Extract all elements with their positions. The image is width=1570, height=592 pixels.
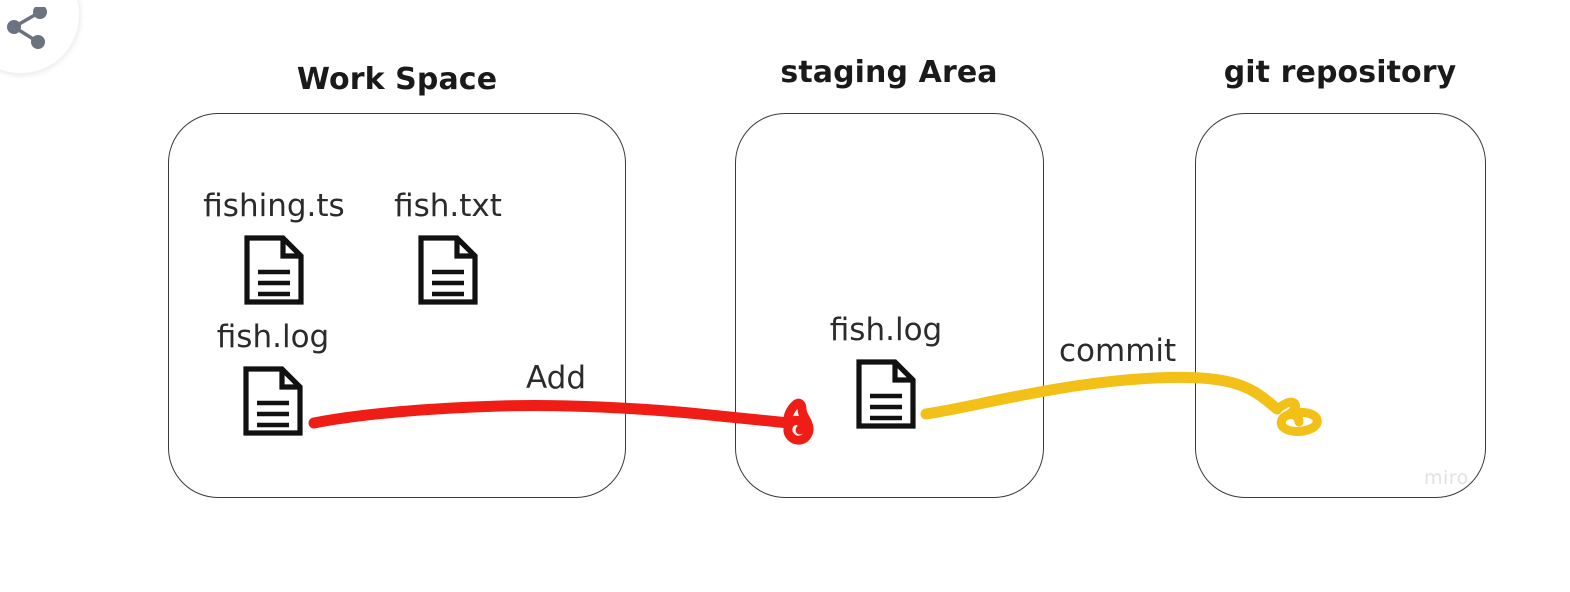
arrow-label-commit: commit: [1059, 333, 1177, 369]
share-button[interactable]: [0, 0, 80, 74]
area-box-git-repository[interactable]: [1195, 113, 1486, 498]
file-label: fish.log: [829, 312, 943, 348]
file-label: fish.log: [216, 319, 330, 355]
file-item-staged-fish-log[interactable]: fish.log: [811, 315, 961, 434]
document-icon: [199, 234, 349, 310]
share-icon: [7, 5, 51, 51]
arrow-label-add: Add: [526, 360, 587, 396]
document-icon: [198, 365, 348, 441]
area-box-work-space[interactable]: [168, 113, 626, 498]
page-title-work-space: Work Space: [296, 62, 498, 97]
file-item-fish-log[interactable]: fish.log: [198, 322, 348, 441]
page-title-git-repository: git repository: [1223, 55, 1457, 90]
area-box-staging-area[interactable]: [735, 113, 1044, 498]
file-item-fishing-ts[interactable]: fishing.ts: [199, 191, 349, 310]
document-icon: [373, 234, 523, 310]
page-title-staging-area: staging Area: [780, 55, 998, 90]
document-icon: [811, 358, 961, 434]
miro-watermark: miro: [1424, 467, 1469, 489]
file-label: fishing.ts: [203, 188, 345, 224]
file-label: fish.txt: [394, 188, 502, 224]
file-item-fish-txt[interactable]: fish.txt: [373, 191, 523, 310]
